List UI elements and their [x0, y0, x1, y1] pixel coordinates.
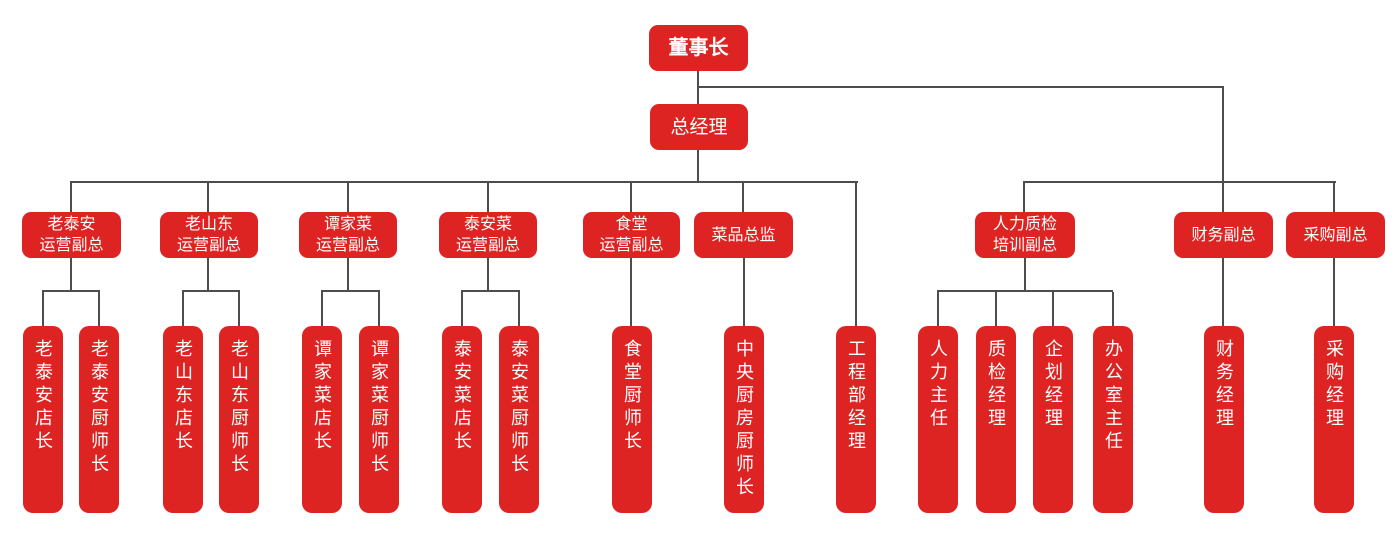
node-laotaian-store-manager: 老泰安店长	[23, 326, 63, 513]
connector-line	[995, 292, 997, 326]
node-engineering-dept-manager: 工程部经理	[836, 326, 876, 513]
connector-line	[1333, 183, 1335, 213]
connector-line	[1023, 181, 1336, 183]
connector-line	[630, 258, 632, 326]
node-taiancai-ops-vp: 泰安菜 运营副总	[439, 212, 537, 258]
node-general-manager: 总经理	[650, 104, 748, 150]
connector-line	[697, 150, 699, 183]
connector-line	[1052, 292, 1054, 326]
node-tanjiacai-ops-vp: 谭家菜 运营副总	[299, 212, 397, 258]
connector-line	[487, 183, 489, 213]
connector-line	[742, 183, 744, 213]
connector-line	[70, 181, 858, 183]
connector-line	[1023, 183, 1025, 213]
connector-line	[461, 292, 463, 326]
connector-line	[937, 290, 1113, 292]
node-laotaian-ops-vp: 老泰安 运营副总	[22, 212, 121, 258]
node-taiancai-store-manager: 泰安菜店长	[442, 326, 482, 513]
node-tanjiacai-store-manager: 谭家菜店长	[302, 326, 342, 513]
connector-line	[98, 292, 100, 326]
connector-line	[630, 183, 632, 213]
node-laoshandong-ops-vp: 老山东 运营副总	[160, 212, 258, 258]
connector-line	[42, 292, 44, 326]
node-hr-qc-training-vp: 人力质检 培训副总	[975, 212, 1075, 258]
node-laoshandong-head-chef: 老山东厨师长	[219, 326, 259, 513]
connector-line	[207, 183, 209, 213]
connector-line	[1222, 258, 1224, 326]
connector-line	[461, 290, 520, 292]
connector-line	[70, 258, 72, 292]
node-tanjiacai-head-chef: 谭家菜厨师长	[359, 326, 399, 513]
node-dish-director: 菜品总监	[694, 212, 793, 258]
node-chairman: 董事长	[649, 25, 748, 71]
node-procurement-manager: 采购经理	[1314, 326, 1354, 513]
connector-line	[1024, 258, 1026, 292]
connector-line	[1112, 292, 1114, 326]
node-office-director: 办公室主任	[1093, 326, 1133, 513]
connector-line	[321, 290, 380, 292]
connector-line	[238, 292, 240, 326]
connector-line	[1333, 258, 1335, 326]
node-central-kitchen-head-chef: 中央厨房厨师长	[724, 326, 764, 513]
connector-line	[743, 258, 745, 326]
connector-line	[1222, 86, 1224, 213]
connector-line	[70, 183, 72, 213]
node-laotaian-head-chef: 老泰安厨师长	[79, 326, 119, 513]
connector-line	[182, 290, 240, 292]
connector-line	[937, 292, 939, 326]
node-finance-vp: 财务副总	[1174, 212, 1273, 258]
connector-line	[321, 292, 323, 326]
connector-line	[855, 183, 857, 326]
connector-line	[487, 258, 489, 292]
node-canteen-head-chef: 食堂厨师长	[612, 326, 652, 513]
connector-line	[347, 183, 349, 213]
node-canteen-ops-vp: 食堂 运营副总	[583, 212, 680, 258]
node-planning-manager: 企划经理	[1033, 326, 1073, 513]
connector-line	[518, 292, 520, 326]
node-qc-manager: 质检经理	[976, 326, 1016, 513]
connector-line	[42, 290, 100, 292]
node-finance-manager: 财务经理	[1204, 326, 1244, 513]
node-laoshandong-store-manager: 老山东店长	[163, 326, 203, 513]
connector-line	[207, 258, 209, 292]
connector-line	[347, 258, 349, 292]
node-taiancai-head-chef: 泰安菜厨师长	[499, 326, 539, 513]
node-hr-director: 人力主任	[918, 326, 958, 513]
node-procurement-vp: 采购副总	[1286, 212, 1385, 258]
connector-line	[697, 86, 1224, 88]
connector-line	[182, 292, 184, 326]
connector-line	[378, 292, 380, 326]
